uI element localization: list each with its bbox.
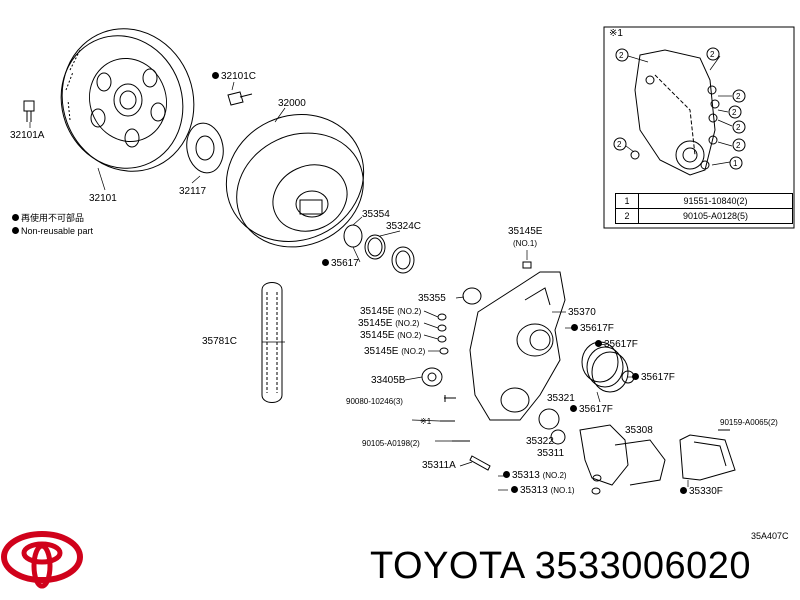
non-reusable-dot-icon (571, 323, 578, 331)
bullet-icon (12, 214, 19, 222)
table-cell-part[interactable]: 91551-10840(2) (638, 193, 793, 209)
inset-callout-5: 2 (736, 123, 741, 132)
inset-callout-8: 1 (733, 159, 738, 168)
brand-name: TOYOTA (370, 545, 524, 587)
part-35322[interactable]: 35322 (526, 436, 554, 447)
non-reusable-dot-icon (212, 71, 219, 79)
torque-converter (225, 113, 365, 248)
table-row: 2 90105-A0128(5) (615, 208, 793, 224)
inset-callout-2: 2 (710, 50, 715, 59)
part-35145E-top-no: (NO.1) (513, 239, 537, 248)
part-32117[interactable]: 32117 (179, 186, 207, 197)
part-35308[interactable]: 35308 (625, 425, 653, 436)
non-reusable-dot-icon (503, 470, 510, 478)
part-35313-b[interactable]: 35313 (NO.1) (511, 485, 575, 496)
non-reusable-dot-icon (570, 404, 577, 412)
part-35355[interactable]: 35355 (418, 293, 446, 304)
inset-parts-table: 1 91551-10840(2) 2 90105-A0128(5) (615, 193, 793, 224)
non-reusable-dot-icon (680, 486, 687, 494)
non-reusable-dot-icon (632, 372, 639, 380)
inset-marker: ※1 (609, 28, 623, 39)
part-35617[interactable]: 35617 (322, 258, 359, 269)
part-35321[interactable]: 35321 (547, 393, 575, 404)
part-35617F-b[interactable]: 35617F (595, 339, 638, 350)
part-33405B[interactable]: 33405B (371, 375, 406, 386)
inset-callout-1: 2 (619, 51, 624, 60)
part-32101A[interactable]: 32101A (10, 130, 45, 141)
part-35617F-a[interactable]: 35617F (571, 323, 614, 334)
drive-plate (60, 28, 195, 172)
table-cell-num: 2 (615, 208, 639, 224)
part-35311A[interactable]: 35311A (422, 460, 456, 471)
part-35145E-top[interactable]: 35145E (508, 226, 543, 237)
part-35617F-c[interactable]: 35617F (632, 372, 675, 383)
part-35313-a[interactable]: 35313 (NO.2) (503, 470, 567, 481)
non-reusable-dot-icon (595, 339, 602, 347)
footer-brand-part: TOYOTA 3533006020 (370, 545, 751, 588)
part-90080[interactable]: 90080-10246(3) (346, 397, 403, 406)
toyota-logo (1, 531, 83, 589)
legend-jp: 再使用不可部品 (12, 212, 93, 225)
bullet-icon (12, 227, 19, 235)
part-35145E-c[interactable]: 35145E (NO.2) (360, 330, 422, 341)
legend-en: Non-reusable part (12, 225, 93, 238)
part-32101[interactable]: 32101 (89, 193, 117, 204)
part-35617F-d[interactable]: 35617F (570, 404, 613, 415)
part-35145E-b[interactable]: 35145E (NO.2) (358, 318, 420, 329)
part-35370[interactable]: 35370 (568, 307, 596, 318)
part-35354[interactable]: 35354 (362, 209, 390, 220)
legend: 再使用不可部品 Non-reusable part (12, 212, 93, 238)
part-32000[interactable]: 32000 (278, 98, 306, 109)
part-35781C[interactable]: 35781C (202, 336, 238, 347)
part-number[interactable]: 3533006020 (534, 545, 752, 587)
part-90105[interactable]: 90105-A0198(2) (362, 439, 420, 448)
part-35330F[interactable]: 35330F (680, 486, 723, 497)
inset-box (603, 26, 795, 229)
mark-1: ※1 (420, 417, 432, 426)
part-35145E-a[interactable]: 35145E (NO.2) (360, 306, 422, 317)
non-reusable-dot-icon (322, 258, 329, 266)
oil-pump-body (469, 271, 566, 421)
non-reusable-dot-icon (511, 485, 518, 493)
part-32101C[interactable]: 32101C (212, 71, 256, 82)
table-cell-part[interactable]: 90105-A0128(5) (638, 208, 793, 224)
table-row: 1 91551-10840(2) (615, 193, 793, 209)
inset-callout-6: 2 (736, 141, 741, 150)
table-cell-num: 1 (615, 193, 639, 209)
part-35145E-d[interactable]: 35145E (NO.2) (364, 346, 426, 357)
diagram-ref-code: 35A407C (751, 531, 789, 541)
inset-callout-7: 2 (617, 140, 622, 149)
part-35324C[interactable]: 35324C (386, 221, 422, 232)
inset-callout-4: 2 (732, 108, 737, 117)
inset-callout-3: 2 (736, 92, 741, 101)
part-90159[interactable]: 90159-A0065(2) (720, 418, 778, 427)
part-35311[interactable]: 35311 (537, 448, 565, 459)
